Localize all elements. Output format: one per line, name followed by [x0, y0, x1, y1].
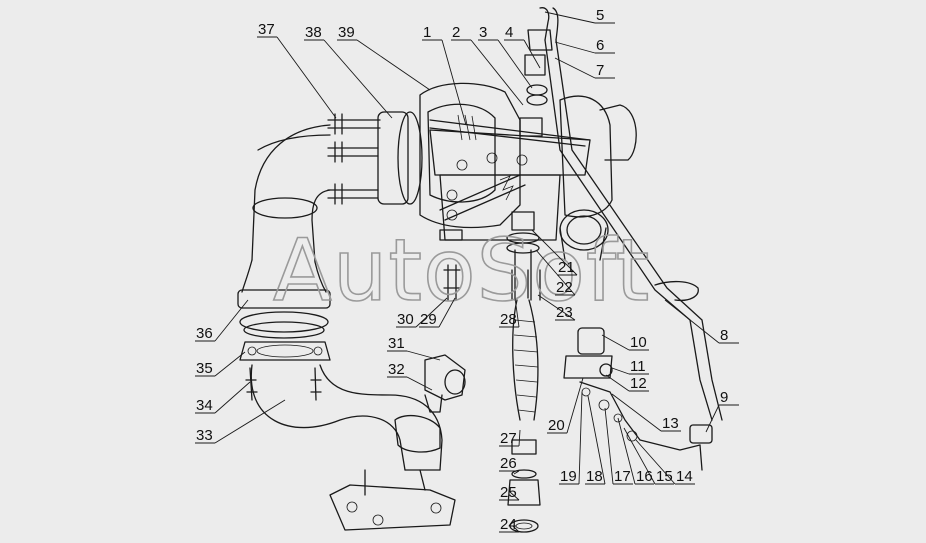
- callout-leader-10: [601, 334, 649, 351]
- oil-return-hose: [506, 211, 541, 533]
- callout-leader-30: [396, 297, 448, 328]
- callout-leader-31: [387, 350, 441, 361]
- callout-label-16: 16: [636, 468, 653, 485]
- callout-label-30: 30: [397, 311, 414, 328]
- callout-leader-28: [499, 297, 520, 328]
- callout-label-32: 32: [388, 361, 405, 378]
- callout-leader-36: [195, 299, 249, 342]
- callout-leader-21: [531, 229, 578, 276]
- callout-label-2: 2: [452, 24, 460, 41]
- callout-leader-2: [451, 39, 524, 106]
- callout-label-19: 19: [560, 468, 577, 485]
- callout-leader-18: [585, 395, 606, 485]
- callout-label-8: 8: [720, 327, 728, 344]
- callout-leader-39: [337, 39, 431, 91]
- center-housing: [429, 129, 591, 241]
- callout-label-38: 38: [305, 24, 322, 41]
- callout-leader-25: [499, 491, 520, 501]
- callout-label-37: 37: [258, 21, 275, 38]
- callout-label-4: 4: [505, 24, 513, 41]
- callout-label-17: 17: [614, 468, 631, 485]
- callout-label-29: 29: [420, 311, 437, 328]
- gasket-35: [239, 341, 331, 361]
- studs-29-30: [439, 229, 463, 301]
- compressor-housing: [559, 95, 637, 261]
- callout-label-5: 5: [596, 7, 604, 24]
- callout-leader-1: [422, 39, 467, 126]
- callout-leader-27: [499, 429, 521, 447]
- upper-flange: [237, 289, 331, 339]
- callout-label-13: 13: [662, 415, 679, 432]
- callout-label-9: 9: [720, 389, 728, 406]
- callout-leader-29: [419, 297, 456, 328]
- adapter-31-32: [424, 354, 466, 413]
- callout-leader-34: [195, 381, 251, 414]
- callout-label-7: 7: [596, 62, 604, 79]
- callout-label-31: 31: [388, 335, 405, 352]
- callout-label-6: 6: [596, 37, 604, 54]
- callout-label-34: 34: [196, 397, 213, 414]
- oil-feed-pipe: [524, 7, 723, 471]
- callout-leader-8: [664, 299, 739, 344]
- callout-label-12: 12: [630, 375, 647, 392]
- callout-leader-3: [478, 39, 533, 89]
- lower-exhaust-pipe-33: [250, 364, 456, 531]
- callout-label-22: 22: [556, 279, 573, 296]
- exhaust-elbow-pipe: [241, 124, 331, 293]
- callout-label-27: 27: [500, 430, 517, 447]
- callout-leader-24: [499, 525, 520, 533]
- callout-label-39: 39: [338, 24, 355, 41]
- callout-leader-32: [387, 376, 433, 391]
- callout-leader-19: [559, 391, 583, 485]
- callout-label-21: 21: [558, 259, 575, 276]
- callout-label-36: 36: [196, 325, 213, 342]
- callout-leader-12: [605, 374, 649, 392]
- callout-label-10: 10: [630, 334, 647, 351]
- callout-label-11: 11: [630, 358, 646, 375]
- bolts-34: [245, 367, 322, 401]
- callout-leader-16: [617, 417, 654, 485]
- callout-leader-17: [604, 407, 633, 485]
- callout-leader-38: [304, 39, 393, 119]
- callout-leader-11: [611, 367, 649, 375]
- callout-label-20: 20: [548, 417, 565, 434]
- callout-leader-13: [611, 393, 681, 432]
- callout-label-26: 26: [500, 455, 517, 472]
- callout-label-14: 14: [676, 468, 693, 485]
- callout-label-1: 1: [423, 24, 431, 41]
- callout-leader-6: [554, 41, 615, 54]
- callout-leader-26: [499, 470, 520, 475]
- bolts-37: [327, 113, 381, 205]
- callout-label-3: 3: [479, 24, 487, 41]
- callout-leader-23: [537, 294, 576, 321]
- callout-label-18: 18: [586, 468, 603, 485]
- callout-leader-22: [535, 249, 576, 296]
- callout-leader-5: [544, 11, 615, 24]
- callout-leader-33: [195, 399, 286, 444]
- turbine-flange-38: [377, 111, 423, 205]
- callout-leader-4: [504, 39, 541, 69]
- turbine-housing-39: [419, 82, 521, 229]
- callout-leader-7: [554, 57, 615, 79]
- callout-leader-9: [705, 404, 739, 433]
- callout-label-23: 23: [556, 304, 573, 321]
- callout-label-35: 35: [196, 360, 213, 377]
- callout-label-28: 28: [500, 311, 517, 328]
- watermark: AutoSoft: [273, 221, 650, 321]
- callout-leader-37: [257, 36, 337, 119]
- callout-label-33: 33: [196, 427, 213, 444]
- callout-leader-14: [635, 439, 695, 485]
- callout-leader-20: [547, 377, 584, 434]
- callout-label-25: 25: [500, 484, 517, 501]
- callout-label-15: 15: [656, 468, 673, 485]
- callout-leader-15: [623, 427, 674, 485]
- callout-label-24: 24: [500, 516, 517, 533]
- callout-leader-35: [195, 351, 246, 377]
